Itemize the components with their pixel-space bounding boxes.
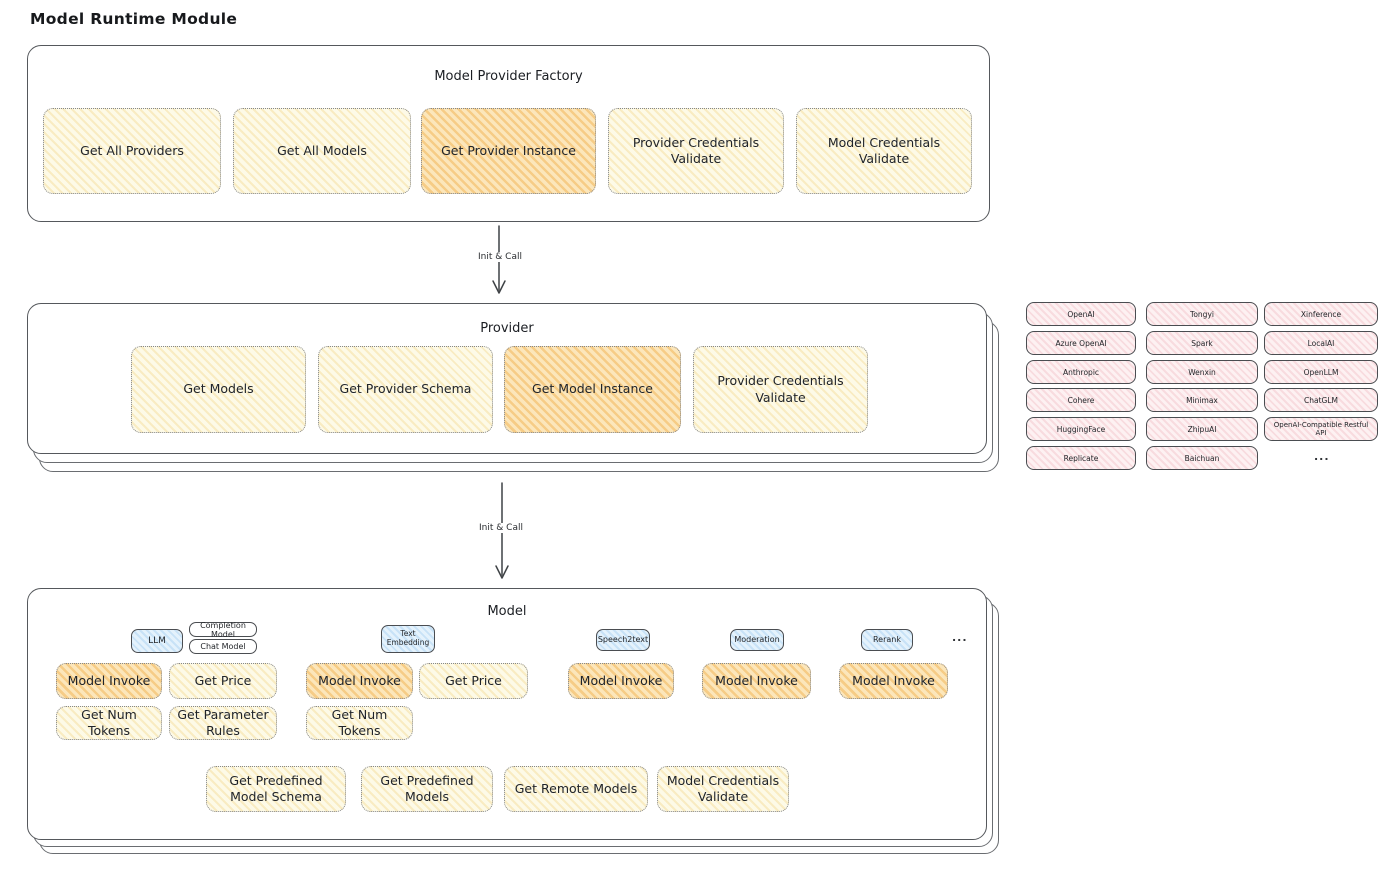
chip-cohere: Cohere — [1026, 388, 1136, 412]
tab-text-embedding: Text Embedding — [381, 625, 435, 653]
tab-chat-model: Chat Model — [189, 639, 257, 654]
chip-localai: LocalAI — [1264, 331, 1378, 355]
node-te-get-price: Get Price — [419, 663, 528, 699]
node-get-predefined-model-schema: Get Predefined Model Schema — [206, 766, 346, 812]
node-provider-credentials-validate: Provider Credentials Validate — [608, 108, 784, 194]
tab-rerank: Rerank — [861, 629, 913, 651]
chip-baichuan: Baichuan — [1146, 446, 1258, 470]
node-get-model-instance: Get Model Instance — [504, 346, 681, 433]
node-s2t-model-invoke: Model Invoke — [568, 663, 674, 699]
node-get-remote-models: Get Remote Models — [504, 766, 648, 812]
chip-wenxin: Wenxin — [1146, 360, 1258, 384]
chip-zhipuai: ZhipuAI — [1146, 417, 1258, 441]
node-get-provider-schema: Get Provider Schema — [318, 346, 493, 433]
chip-huggingface: HuggingFace — [1026, 417, 1136, 441]
node-llm-model-invoke: Model Invoke — [56, 663, 162, 699]
node-moderation-model-invoke: Model Invoke — [702, 663, 811, 699]
arrow-1-label: Init & Call — [474, 252, 526, 262]
tab-speech2text: Speech2text — [596, 629, 650, 651]
factory-title: Model Provider Factory — [434, 69, 583, 84]
tab-llm: LLM — [131, 629, 183, 653]
node-get-all-providers: Get All Providers — [43, 108, 221, 194]
model-title: Model — [487, 604, 527, 619]
tabs-more-ellipsis: ... — [952, 631, 968, 644]
node-get-all-models: Get All Models — [233, 108, 411, 194]
model-frame: Model LLM Completion Model Chat Model Te… — [27, 588, 987, 840]
factory-frame: Model Provider Factory Get All Providers… — [27, 45, 990, 222]
node-te-model-invoke: Model Invoke — [306, 663, 413, 699]
page-title: Model Runtime Module — [30, 10, 238, 28]
node-get-predefined-models: Get Predefined Models — [361, 766, 493, 812]
chip-azure-openai: Azure OpenAI — [1026, 331, 1136, 355]
node-get-provider-instance: Get Provider Instance — [421, 108, 596, 194]
node-llm-get-price: Get Price — [169, 663, 277, 699]
chip-anthropic: Anthropic — [1026, 360, 1136, 384]
tab-moderation: Moderation — [730, 629, 784, 651]
chip-tongyi: Tongyi — [1146, 302, 1258, 326]
node-llm-get-num-tokens: Get Num Tokens — [56, 706, 162, 740]
chip-xinference: Xinference — [1264, 302, 1378, 326]
chip-spark: Spark — [1146, 331, 1258, 355]
arrow-2-label: Init & Call — [475, 523, 527, 533]
provider-title: Provider — [480, 321, 534, 336]
chip-openllm: OpenLLM — [1264, 360, 1378, 384]
chip-openai-compatible: OpenAI-Compatible Restful API — [1264, 417, 1378, 441]
providers-more-ellipsis: ... — [1314, 450, 1330, 463]
node-model-credentials-validate: Model Credentials Validate — [796, 108, 972, 194]
chip-chatglm: ChatGLM — [1264, 388, 1378, 412]
tab-completion-model: Completion Model — [189, 621, 257, 639]
node-model-credentials-validate-2: Model Credentials Validate — [657, 766, 789, 812]
node-provider-credentials-validate-2: Provider Credentials Validate — [693, 346, 868, 433]
node-te-get-num-tokens: Get Num Tokens — [306, 706, 413, 740]
chip-replicate: Replicate — [1026, 446, 1136, 470]
provider-frame: Provider Get Models Get Provider Schema … — [27, 303, 987, 454]
node-get-models: Get Models — [131, 346, 306, 433]
chip-minimax: Minimax — [1146, 388, 1258, 412]
chip-openai: OpenAI — [1026, 302, 1136, 326]
node-llm-get-parameter-rules: Get Parameter Rules — [169, 706, 277, 740]
node-rerank-model-invoke: Model Invoke — [839, 663, 948, 699]
